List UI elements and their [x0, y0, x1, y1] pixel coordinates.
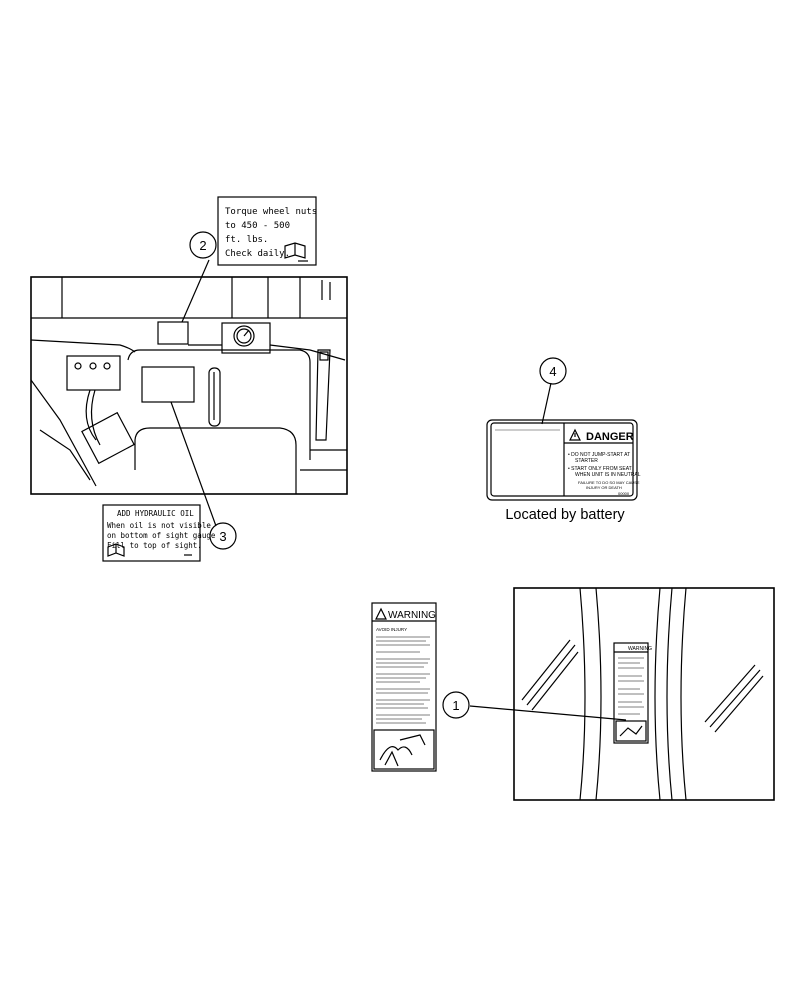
callout-circle-3 — [209, 522, 237, 550]
hydraulic-decal-line1: When oil is not visible — [107, 521, 211, 530]
warning-decal — [371, 602, 437, 772]
torque-decal-line3: ft. lbs. — [225, 235, 268, 245]
callout-number-1: 1 — [452, 698, 459, 713]
danger-decal — [486, 419, 638, 501]
warning-decal-location — [613, 642, 649, 744]
torque-decal — [217, 196, 317, 266]
danger-decal-bullet1b: STARTER — [575, 458, 598, 464]
danger-decal-foot2: INJURY OR DEATH — [586, 485, 622, 490]
book-icon — [284, 242, 306, 259]
callout-circle-2 — [189, 231, 217, 259]
callout-number-4: 4 — [549, 364, 556, 379]
torque-decal-line4: Check daily. — [225, 249, 290, 259]
danger-decal-bullet2a: • START ONLY FROM SEAT — [568, 466, 632, 472]
hydraulic-decal-title: ADD HYDRAULIC OIL — [117, 509, 194, 518]
danger-decal-title: DANGER — [586, 431, 634, 443]
callout-number-2: 2 — [199, 238, 206, 253]
hydraulic-decal — [102, 504, 201, 562]
leader-lines — [170, 259, 627, 721]
pillar-decal-title: WARNING — [628, 646, 652, 652]
hydraulic-decal-location — [141, 366, 195, 403]
battery-box — [66, 355, 121, 391]
hydraulic-decal-line3: Fill to top of sight. — [107, 541, 202, 550]
danger-decal-bullet1a: • DO NOT JUMP-START AT — [568, 452, 630, 458]
cab-window-frame — [513, 587, 775, 801]
danger-decal-foot1: FAILURE TO DO SO MAY CAUSE — [578, 480, 640, 485]
torque-decal-line2: to 450 - 500 — [225, 221, 290, 231]
callout-circle-4 — [539, 357, 567, 385]
torque-decal-line1: Torque wheel nuts — [225, 207, 317, 217]
callout-circle-1 — [442, 691, 470, 719]
pressure-gauge-icon — [233, 325, 255, 347]
danger-decal-code: 00000 — [618, 491, 630, 496]
torque-decal-location — [157, 321, 189, 345]
hydraulic-decal-line2: on bottom of sight gauge — [107, 531, 216, 540]
book-icon — [107, 543, 125, 557]
warning-decal-title: WARNING — [388, 610, 436, 621]
sight-gauge — [208, 367, 221, 427]
warning-decal-fine-print — [376, 636, 430, 724]
danger-decal-bullet2b: WHEN UNIT IS IN NEUTRAL — [575, 472, 641, 478]
warning-triangle-icon — [375, 607, 387, 620]
danger-caption: Located by battery — [505, 507, 625, 523]
callout-number-3: 3 — [219, 529, 226, 544]
warning-decal-sub: AVOID INJURY — [376, 627, 407, 632]
warning-triangle-icon — [569, 428, 581, 441]
hydraulic-area-frame — [30, 276, 348, 495]
